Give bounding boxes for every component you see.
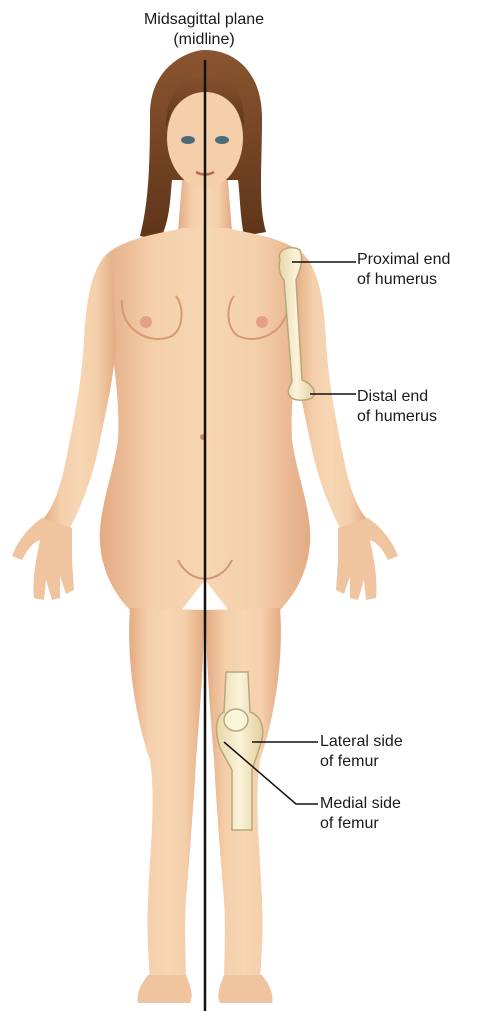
lateral-femur-label: Lateral side of femur — [320, 732, 403, 772]
left-arm — [42, 250, 116, 528]
lateral-femur-line1: Lateral side — [320, 732, 403, 752]
proximal-humerus-line1: Proximal end — [357, 250, 450, 270]
proximal-humerus-line2: of humerus — [357, 270, 450, 290]
medial-femur-label: Medial side of femur — [320, 794, 401, 834]
distal-humerus-label: Distal end of humerus — [357, 387, 437, 427]
right-nipple — [256, 316, 268, 328]
proximal-humerus-label: Proximal end of humerus — [357, 250, 450, 290]
right-eye — [215, 136, 229, 144]
lateral-femur-line2: of femur — [320, 752, 403, 772]
left-foot — [137, 975, 191, 1003]
midline-label-line1: Midsagittal plane — [104, 10, 304, 30]
left-nipple — [140, 316, 152, 328]
left-hand — [12, 518, 74, 600]
midline-label-line2: (midline) — [104, 30, 304, 50]
left-leg — [129, 608, 204, 985]
right-foot — [218, 975, 272, 1003]
midline-label: Midsagittal plane (midline) — [104, 10, 304, 50]
left-eye — [181, 136, 195, 144]
distal-humerus-line1: Distal end — [357, 387, 437, 407]
distal-humerus-line2: of humerus — [357, 407, 437, 427]
medial-femur-line1: Medial side — [320, 794, 401, 814]
medial-femur-line2: of femur — [320, 814, 401, 834]
right-hand — [336, 518, 398, 600]
